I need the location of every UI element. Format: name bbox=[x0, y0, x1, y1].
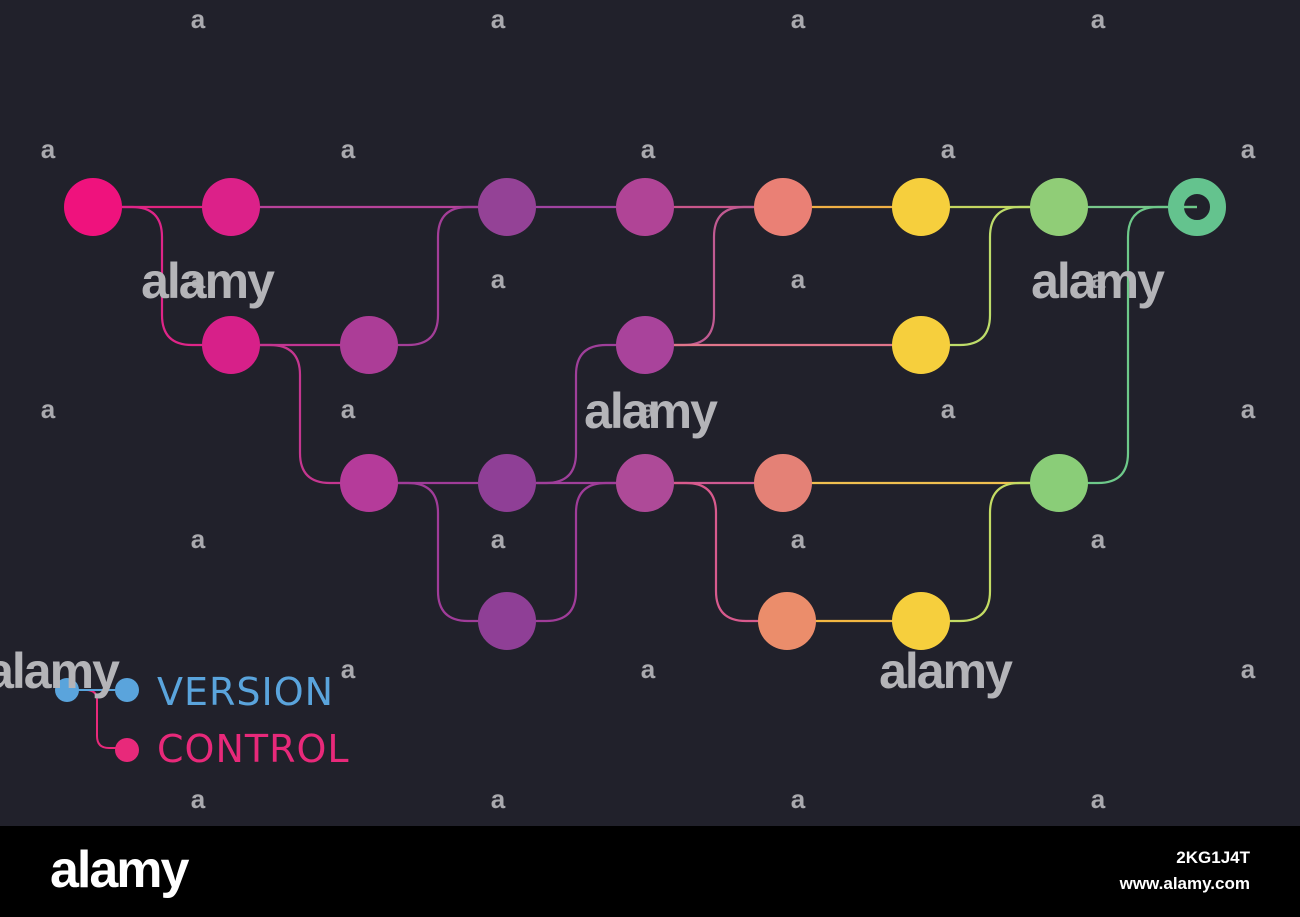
watermark-a: a bbox=[191, 524, 206, 554]
watermark-a: a bbox=[1241, 134, 1256, 164]
watermark-word: alamy bbox=[0, 643, 120, 699]
watermark-a: a bbox=[191, 264, 206, 294]
watermark-a: a bbox=[941, 134, 956, 164]
commit-node bbox=[616, 316, 674, 374]
watermark-marks: a a a a a a a a a a a a a a a a a a a a a a a a a a a a a bbox=[41, 4, 1256, 814]
branch-line bbox=[1059, 205, 1197, 485]
footer-url: www.alamy.com bbox=[1119, 874, 1250, 893]
commit-node bbox=[340, 316, 398, 374]
branch-line bbox=[507, 343, 645, 485]
watermark-a: a bbox=[1241, 654, 1256, 684]
commit-nodes bbox=[64, 178, 1226, 650]
watermark-a: a bbox=[1091, 524, 1106, 554]
watermark-word: alamy bbox=[879, 643, 1013, 699]
branch-line bbox=[369, 481, 507, 623]
watermark-word: alamy bbox=[584, 383, 718, 439]
legend-dot-start bbox=[55, 678, 79, 702]
watermark-a: a bbox=[191, 784, 206, 814]
branch-line bbox=[645, 205, 783, 347]
branch-line bbox=[645, 481, 787, 623]
commit-node bbox=[616, 454, 674, 512]
commit-node bbox=[758, 592, 816, 650]
legend-dot-end bbox=[115, 678, 139, 702]
footer-bar: alamy 2KG1J4T www.alamy.com bbox=[0, 826, 1300, 917]
watermark-a: a bbox=[341, 394, 356, 424]
watermark-a: a bbox=[491, 524, 506, 554]
commit-node bbox=[478, 178, 536, 236]
watermark-a: a bbox=[641, 654, 656, 684]
watermark-a: a bbox=[41, 394, 56, 424]
watermark-a: a bbox=[41, 134, 56, 164]
branch-line bbox=[231, 343, 369, 485]
watermark-a: a bbox=[1241, 394, 1256, 424]
watermark-a: a bbox=[1091, 264, 1106, 294]
commit-node bbox=[202, 178, 260, 236]
commit-node bbox=[202, 316, 260, 374]
commit-node bbox=[478, 454, 536, 512]
commit-node bbox=[478, 592, 536, 650]
commit-node bbox=[1030, 178, 1088, 236]
legend-version-label: VERSION bbox=[157, 670, 334, 714]
watermark-word: alamy bbox=[141, 253, 275, 309]
footer-logo: alamy bbox=[50, 841, 189, 899]
watermark-a: a bbox=[1091, 784, 1106, 814]
branch-line bbox=[369, 205, 507, 347]
commit-node bbox=[1030, 454, 1088, 512]
branch-line bbox=[921, 481, 1059, 623]
commit-node bbox=[754, 178, 812, 236]
commit-node bbox=[892, 178, 950, 236]
branch-line bbox=[921, 205, 1059, 347]
commit-node bbox=[892, 592, 950, 650]
legend-control-label: CONTROL bbox=[157, 727, 350, 771]
branch-line bbox=[507, 481, 645, 623]
watermark-a: a bbox=[341, 654, 356, 684]
legend: VERSION CONTROL bbox=[55, 670, 350, 771]
commit-node bbox=[64, 178, 122, 236]
commit-node bbox=[340, 454, 398, 512]
watermark-a: a bbox=[1091, 4, 1106, 34]
footer-image-id: 2KG1J4T bbox=[1176, 848, 1250, 867]
watermark-a: a bbox=[191, 4, 206, 34]
commit-node bbox=[616, 178, 674, 236]
commit-node bbox=[754, 454, 812, 512]
watermark-a: a bbox=[791, 784, 806, 814]
watermark-a: a bbox=[791, 4, 806, 34]
watermark-a: a bbox=[341, 134, 356, 164]
watermark-a: a bbox=[791, 264, 806, 294]
watermark-a: a bbox=[491, 264, 506, 294]
watermark-a: a bbox=[941, 394, 956, 424]
commit-node bbox=[892, 316, 950, 374]
watermark-a: a bbox=[641, 394, 656, 424]
legend-dot-branch bbox=[115, 738, 139, 762]
legend-branch-line bbox=[85, 689, 127, 749]
watermark-a: a bbox=[491, 4, 506, 34]
head-commit-node bbox=[1168, 178, 1226, 236]
watermark-a: a bbox=[641, 134, 656, 164]
watermark-words: alamy alamy alamy alamy alamy bbox=[0, 253, 1167, 699]
branch-line bbox=[93, 205, 231, 347]
watermark-a: a bbox=[791, 524, 806, 554]
watermark-word: alamy bbox=[1031, 253, 1165, 309]
watermark-a: a bbox=[491, 784, 506, 814]
